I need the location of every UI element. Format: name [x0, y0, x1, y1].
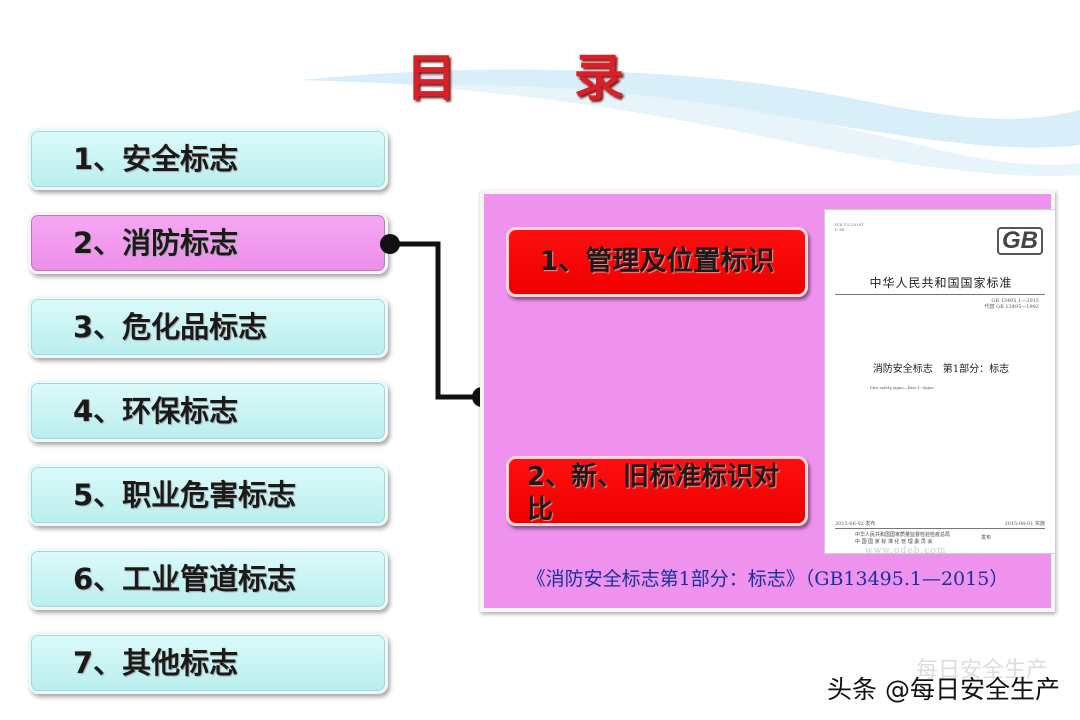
fire-signs-panel: 1、管理及位置标识 2、新、旧标准标识对比 ICS 13.220.01 C 80…: [480, 190, 1056, 612]
decorative-wave: [300, 69, 1080, 176]
faint-watermark: 每日安全生产: [915, 658, 1048, 683]
menu-item-pipeline-signs[interactable]: 6、工业管道标志: [28, 548, 388, 610]
doc-dates: 2015-06-02 发布 2015-08-01 实施: [835, 520, 1045, 527]
doc-divider: [835, 294, 1045, 295]
standard-document-cover: ICS 13.220.01 C 80 GB 中华人民共和国国家标准 GB 134…: [824, 209, 1056, 556]
doc-standard-number: GB 13495.1—2015 代替 GB 13495—1992: [984, 298, 1039, 310]
source-watermark: 头条 @每日安全生产: [827, 675, 1060, 704]
menu-item-fire-signs[interactable]: 2、消防标志: [28, 212, 388, 274]
doc-standard-name: 中华人民共和国国家标准: [869, 276, 1013, 290]
doc-subtitle: Fire safety signs—Part 1: Signs: [870, 385, 934, 390]
doc-ics-code: ICS 13.220.01 C 80: [835, 222, 865, 232]
page-title: 目 录: [406, 49, 674, 107]
doc-footer-divider: [835, 528, 1045, 529]
doc-issue-date: 2015-06-02 发布: [835, 521, 876, 527]
management-location-signs-button[interactable]: 1、管理及位置标识: [506, 227, 808, 297]
doc-issuer: 中华人民共和国国家质量监督检验检疫总局 中 国 国 家 标 准 化 管 理 委 …: [855, 532, 951, 545]
doc-effective-date: 2015-08-01 实施: [1004, 521, 1045, 527]
doc-issuer-tag: 发布: [981, 535, 992, 541]
old-new-standard-comparison-button[interactable]: 2、新、旧标准标识对比: [506, 456, 808, 526]
menu-item-other-signs[interactable]: 7、其他标志: [28, 632, 388, 694]
doc-title: 消防安全标志 第1部分：标志: [872, 364, 1010, 375]
menu-item-hazchem-signs[interactable]: 3、危化品标志: [28, 296, 388, 358]
doc-watermark: www.gdeb.com: [865, 546, 947, 556]
menu-item-safety-signs[interactable]: 1、安全标志: [28, 128, 388, 190]
menu-item-environment-signs[interactable]: 4、环保标志: [28, 380, 388, 442]
menu-item-occupational-hazard-signs[interactable]: 5、职业危害标志: [28, 464, 388, 526]
gb-logo: GB: [997, 227, 1043, 255]
standard-caption: 《消防安全标志第1部分：标志》（GB13495.1—2015）: [526, 568, 1009, 590]
